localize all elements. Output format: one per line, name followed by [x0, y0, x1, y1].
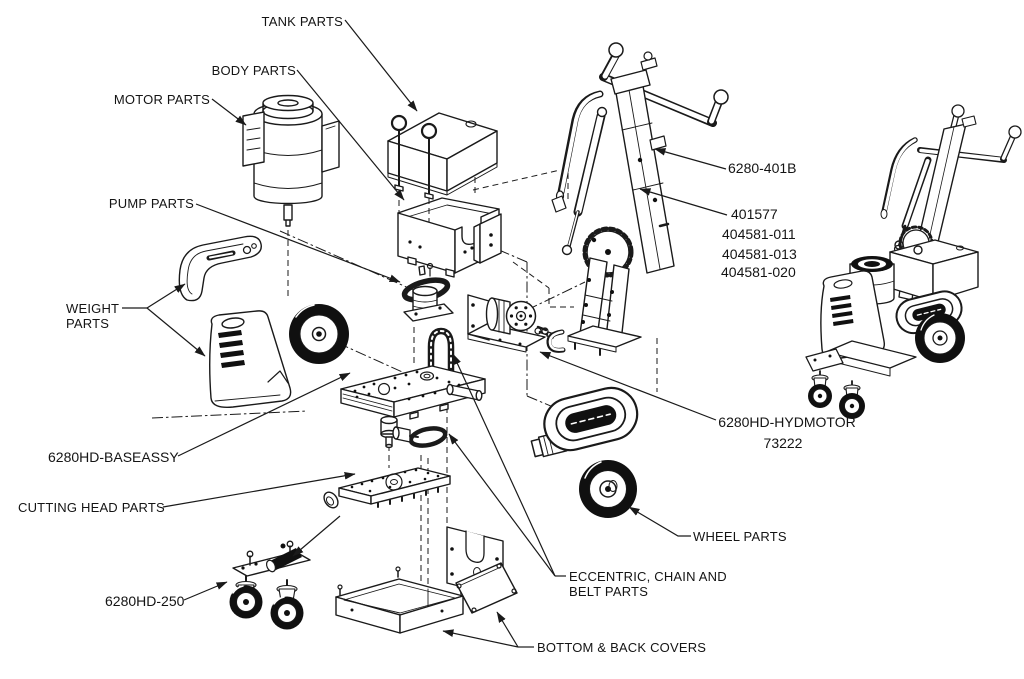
dolly-attach-line [292, 515, 341, 557]
eccentric-leader-chain [452, 353, 556, 577]
hydmotor-leader [539, 351, 717, 421]
body-drawing [397, 197, 502, 278]
chain-guard-drawing [530, 386, 639, 458]
drive-wheel-drawing [289, 304, 349, 364]
eccentric-leader-ring [448, 433, 556, 577]
pump-drawing [401, 262, 454, 322]
motor-label: MOTOR PARTS [114, 92, 210, 107]
alignment-dashdot-lines [151, 230, 586, 421]
dolly-leader [183, 581, 228, 601]
weight-lower-drawing [209, 310, 292, 408]
handle-assembly-drawing [536, 42, 729, 356]
weight-upper-drawing [178, 235, 262, 302]
base-bolts [353, 370, 461, 401]
spare-wheel-drawing [579, 460, 637, 518]
grip-part-number: 6280-401B [728, 160, 797, 176]
weight-leader-lower [146, 307, 206, 357]
cutting-leader [162, 471, 356, 508]
caster-dolly-drawing [229, 540, 311, 630]
leader-lines [122, 19, 728, 648]
dolly-part-number: 6280HD-250 [105, 593, 185, 609]
weight-leader-upper [146, 283, 186, 309]
pump-label: PUMP PARTS [109, 196, 194, 211]
pump-leader [195, 203, 401, 283]
bottom-cover-drawing [335, 566, 464, 634]
wheel-label: WHEEL PARTS [693, 529, 787, 544]
motor-drawing [242, 94, 340, 227]
body-leader [296, 69, 405, 201]
callout-labels: TANK PARTS BODY PARTS MOTOR PARTS PUMP P… [18, 14, 856, 655]
covers-leader-bottom [442, 629, 519, 648]
handle-part-number-1: 401577 [731, 206, 778, 222]
handle-leader [639, 188, 728, 216]
cutting-head-label: CUTTING HEAD PARTS [18, 500, 165, 515]
cutting-head-bolts [350, 468, 440, 493]
assembled-machine-drawing [805, 104, 1022, 419]
chain-drawing [427, 327, 455, 395]
base-leader [177, 372, 351, 457]
tank-label: TANK PARTS [262, 14, 344, 29]
motor-leader [211, 98, 247, 126]
back-cover-drawing [446, 526, 518, 614]
hydmotor-part-number: 6280HD-HYDMOTOR [718, 414, 855, 430]
weight-label-line2: PARTS [66, 316, 109, 331]
handle-part-number-4: 404581-020 [721, 264, 796, 280]
handle-part-number-2: 404581-011 [722, 226, 796, 242]
base-part-number: 6280HD-BASEASSY [48, 449, 179, 465]
hydmotor-part-number-2: 73222 [764, 435, 803, 451]
tank-drawing [387, 112, 498, 200]
covers-leader-back [496, 611, 519, 648]
body-label: BODY PARTS [212, 63, 296, 78]
tank-leader [344, 19, 418, 112]
hydraulic-motor-drawing [467, 294, 555, 353]
covers-label: BOTTOM & BACK COVERS [537, 640, 706, 655]
cutting-head-drawing [323, 467, 451, 509]
base-assembly-drawing [340, 365, 486, 449]
weight-label-line1: WEIGHT [66, 301, 119, 316]
handle-part-number-3: 404581-013 [722, 246, 797, 262]
eccentric-label-line1: ECCENTRIC, CHAIN AND [569, 569, 727, 584]
eccentric-label-line2: BELT PARTS [569, 584, 648, 599]
wheel-leader [628, 506, 691, 537]
grip-leader [654, 148, 727, 170]
